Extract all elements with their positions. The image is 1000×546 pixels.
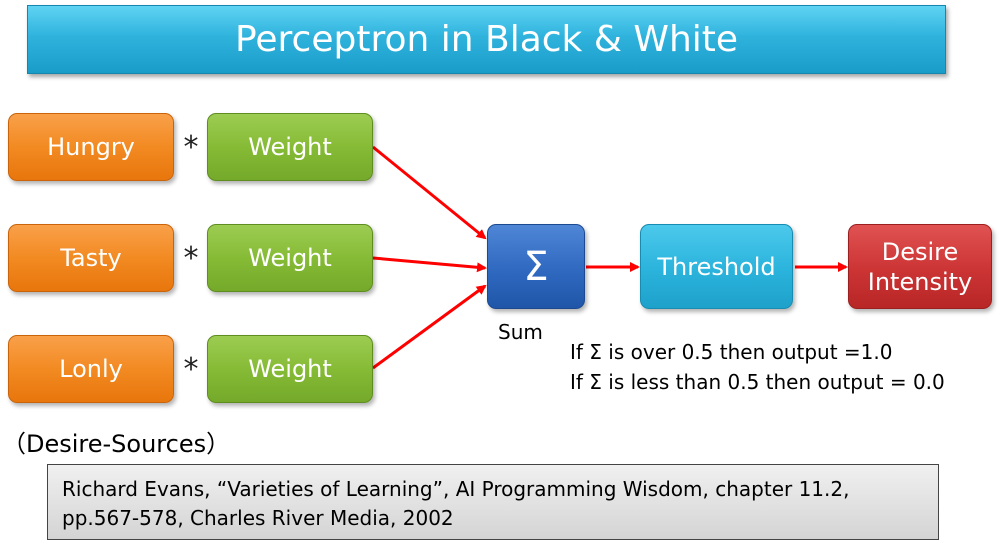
input-hungry-label: Hungry xyxy=(47,133,135,161)
weight-2-label: Weight xyxy=(248,244,332,272)
output-label-line1: Desire xyxy=(881,237,959,266)
input-lonly-label: Lonly xyxy=(59,355,123,383)
multiply-symbol-3: * xyxy=(183,352,199,387)
sum-box: Σ xyxy=(487,224,585,309)
weight-3-box: Weight xyxy=(207,335,373,403)
weight-3-label: Weight xyxy=(248,355,332,383)
citation-line-2: pp.567-578, Charles River Media, 2002 xyxy=(62,506,454,530)
sum-symbol: Σ xyxy=(523,243,549,290)
weight-2-box: Weight xyxy=(207,224,373,292)
input-tasty-box: Tasty xyxy=(8,224,174,292)
weight-1-box: Weight xyxy=(207,113,373,181)
threshold-box: Threshold xyxy=(640,224,793,309)
arrow-weight2-to-sum xyxy=(372,256,487,273)
weight-1-label: Weight xyxy=(248,133,332,161)
sum-label: Sum xyxy=(498,320,543,344)
page-title: Perceptron in Black & White xyxy=(234,19,739,60)
desire-sources-label: （Desire-Sources） xyxy=(2,430,231,458)
citation-line-1: Richard Evans, “Varieties of Learning”, … xyxy=(62,477,850,501)
input-hungry-box: Hungry xyxy=(8,113,174,181)
multiply-symbol-2: * xyxy=(183,241,199,276)
input-tasty-label: Tasty xyxy=(60,244,122,272)
threshold-label: Threshold xyxy=(657,252,776,281)
multiply-symbol-1: * xyxy=(183,130,199,165)
arrow-weight1-to-sum xyxy=(372,145,487,240)
citation-box: Richard Evans, “Varieties of Learning”, … xyxy=(47,464,939,540)
output-label-line2: Intensity xyxy=(867,267,973,296)
threshold-rule-2: If Σ is less than 0.5 then output = 0.0 xyxy=(570,370,945,394)
arrow-weight3-to-sum xyxy=(372,284,487,370)
threshold-rule-1: If Σ is over 0.5 then output =1.0 xyxy=(570,340,893,364)
output-box: Desire Intensity xyxy=(848,224,992,309)
input-lonly-box: Lonly xyxy=(8,335,174,403)
title-banner: Perceptron in Black & White xyxy=(27,5,946,74)
